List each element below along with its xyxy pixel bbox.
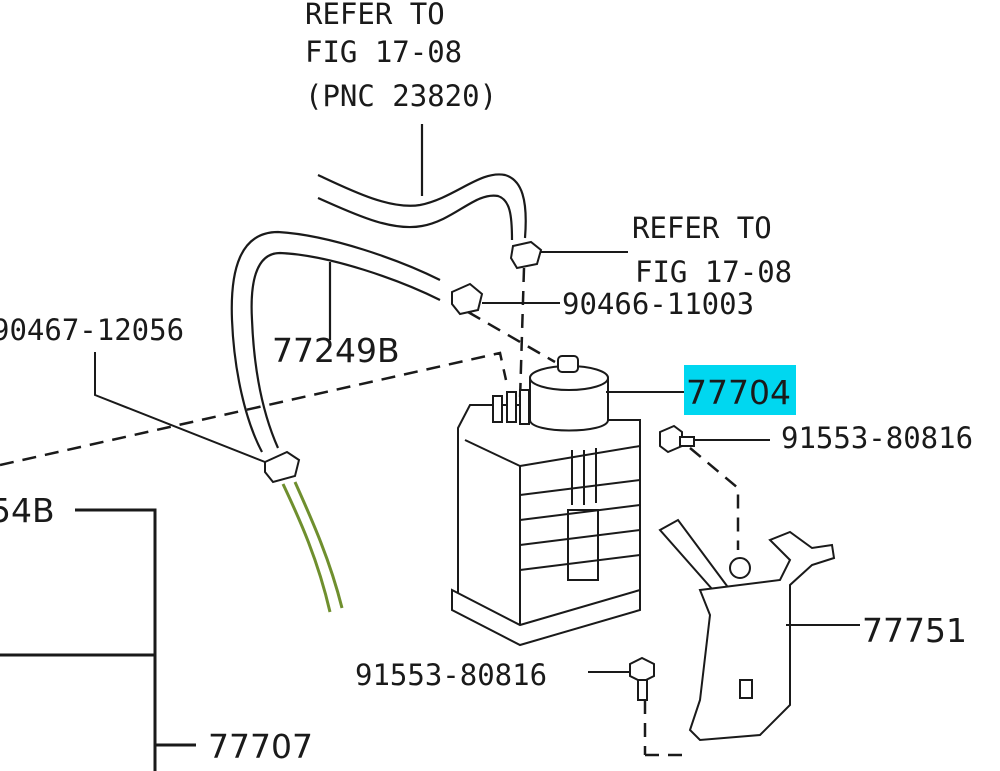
part-91553-80816-upper[interactable]: 91553-80816 <box>781 421 973 455</box>
dashed-guides <box>0 267 740 757</box>
part-54B[interactable]: 54B <box>0 491 55 530</box>
part-77249B[interactable]: 77249B <box>272 331 400 370</box>
hose-77249B <box>230 230 441 453</box>
highlight-77704 <box>684 365 796 415</box>
bracket-77751 <box>658 518 860 742</box>
part-77751[interactable]: 77751 <box>862 611 967 650</box>
leader-90467 <box>94 352 266 463</box>
ref-right-line1: REFER TO <box>632 211 772 245</box>
ref-top-line2: FIG 17-08 <box>305 35 462 69</box>
clamp-90467 <box>264 450 301 484</box>
part-77704[interactable]: 77704 <box>686 373 791 412</box>
part-91553-80816-lower[interactable]: 91553-80816 <box>355 658 547 692</box>
clamp-upper-right <box>509 240 628 270</box>
upper-vent-hose <box>317 124 527 241</box>
green-hose <box>281 481 344 613</box>
group-bracket <box>0 508 196 771</box>
part-77707[interactable]: 77707 <box>208 727 313 766</box>
ref-right-line2: FIG 17-08 <box>635 255 792 289</box>
part-90466-11003[interactable]: 90466-11003 <box>562 287 754 321</box>
charcoal-canister <box>451 355 641 647</box>
bolt-lower <box>588 656 655 701</box>
ref-top-line3: (PNC 23820) <box>305 79 497 113</box>
bolt-upper <box>659 424 770 454</box>
part-90467-12056[interactable]: 90467-12056 <box>0 313 184 347</box>
clamp-90466 <box>451 282 560 316</box>
ref-top-line1: REFER TO <box>305 0 445 31</box>
